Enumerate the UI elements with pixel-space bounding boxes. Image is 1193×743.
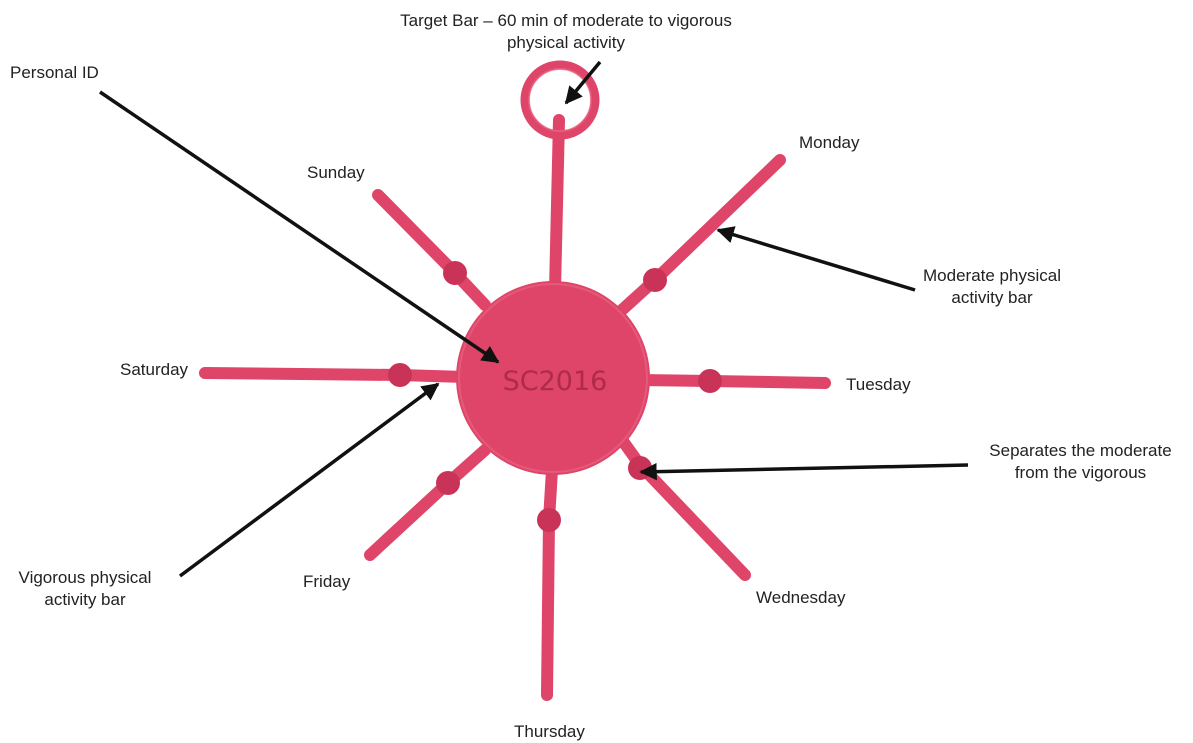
personal-id-engraving: SC2016 bbox=[503, 366, 608, 397]
monday-separator-bead bbox=[643, 268, 667, 292]
separator-arrow bbox=[639, 462, 969, 481]
day-label-monday: Monday bbox=[799, 133, 860, 152]
target-bar-label: Target Bar – 60 min of moderate to vigor… bbox=[350, 10, 782, 54]
saturday-moderate-bar bbox=[199, 367, 406, 381]
target-bar-label-line1: Target Bar – 60 min of moderate to vigor… bbox=[400, 11, 732, 30]
saturday-separator-bead bbox=[388, 363, 412, 387]
target-bar-label-line2: physical activity bbox=[506, 33, 626, 52]
thursday-separator-bead bbox=[537, 508, 561, 532]
day-label-saturday: Saturday bbox=[120, 360, 189, 379]
center-disc bbox=[456, 281, 650, 475]
vigorous-bar-arrow bbox=[178, 382, 440, 578]
vigorous-bar-label-line2: activity bar bbox=[44, 590, 126, 609]
center-disc-rim bbox=[458, 283, 648, 473]
sunday-moderate-bar bbox=[372, 189, 461, 279]
separator-label-line1: Separates the moderate bbox=[989, 441, 1172, 460]
separator-label-line2: from the vigorous bbox=[1014, 463, 1147, 482]
day-label-wednesday: Wednesday bbox=[756, 588, 846, 607]
day-label-thursday: Thursday bbox=[514, 722, 585, 741]
thursday-moderate-bar bbox=[541, 514, 555, 701]
personal-id-arrow bbox=[99, 90, 500, 364]
target-ring bbox=[520, 60, 600, 140]
tuesday-separator-bead bbox=[698, 369, 722, 393]
friday-separator-bead bbox=[436, 471, 460, 495]
annotation-arrows bbox=[99, 60, 969, 578]
target-ring-shade bbox=[528, 68, 592, 132]
moderate-bar-arrow bbox=[716, 226, 916, 292]
vigorous-bar-label-line1: Vigorous physical bbox=[18, 568, 152, 587]
moderate-bar-label-line2: activity bar bbox=[951, 288, 1033, 307]
target-bar bbox=[549, 114, 565, 296]
day-label-tuesday: Tuesday bbox=[846, 375, 911, 394]
day-label-sunday: Sunday bbox=[307, 163, 365, 182]
monday-moderate-bar bbox=[649, 154, 786, 286]
activity-tracker-object: SC2016 bbox=[199, 60, 831, 701]
separator-label: Separates the moderate from the vigorous bbox=[968, 440, 1193, 484]
day-label-friday: Friday bbox=[303, 572, 351, 591]
moderate-bar-label-line1: Moderate physical bbox=[923, 266, 1061, 285]
wednesday-separator-bead bbox=[628, 456, 652, 480]
friday-moderate-bar bbox=[364, 477, 454, 561]
vigorous-bar-label: Vigorous physical activity bar bbox=[5, 567, 165, 611]
personal-id-label: Personal ID bbox=[10, 63, 99, 82]
tuesday-moderate-bar bbox=[704, 375, 831, 389]
wednesday-moderate-bar bbox=[634, 459, 751, 581]
moderate-bar-label: Moderate physical activity bar bbox=[917, 265, 1067, 309]
sunday-separator-bead bbox=[443, 261, 467, 285]
target-bar-arrow bbox=[564, 60, 602, 105]
